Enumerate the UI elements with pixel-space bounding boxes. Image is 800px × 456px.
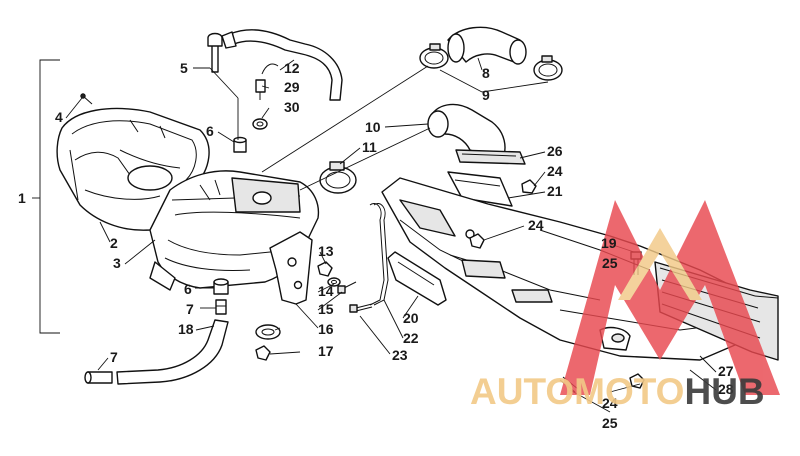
part-29-sensor: [255, 63, 279, 100]
callout-24c: 24: [602, 395, 618, 411]
callout-17: 17: [318, 343, 334, 359]
part-5-tube-fitting: [207, 32, 223, 73]
callout-7b: 7: [110, 349, 118, 365]
mounting-bracket: [269, 231, 313, 305]
callout-22: 22: [403, 330, 419, 346]
callout-20: 20: [403, 310, 419, 326]
part-24-nut-upper: [521, 179, 537, 194]
watermark-text-part1: AUTOMOTO: [470, 371, 684, 412]
callout-23: 23: [392, 347, 408, 363]
part-11-clamp: [319, 161, 357, 194]
part-6-grommet-upper: [233, 136, 247, 153]
part-4-screw: [80, 93, 93, 105]
callout-5: 5: [180, 60, 188, 76]
part-24-nut-lower: [629, 373, 645, 389]
callout-6a: 6: [206, 123, 214, 139]
callout-11: 11: [362, 139, 377, 155]
callout-12: 12: [284, 60, 300, 76]
watermark-text: AUTOMOTOHUB: [470, 371, 765, 412]
callout-2: 2: [110, 235, 118, 251]
callout-3: 3: [113, 255, 121, 271]
part-8-elbow-boot: [447, 26, 527, 65]
callout-7a: 7: [186, 301, 194, 317]
part-14-washer: [327, 277, 341, 287]
callout-9: 9: [482, 87, 490, 103]
callout-15: 15: [318, 301, 334, 317]
callout-6b: 6: [184, 281, 192, 297]
callout-25a: 25: [602, 255, 618, 271]
callout-21: 21: [547, 183, 563, 199]
callout-24a: 24: [547, 163, 563, 179]
part-23-bolt: [349, 303, 373, 313]
part-13-nut: [317, 261, 333, 277]
callout-10: 10: [365, 119, 381, 135]
callout-18: 18: [178, 321, 194, 337]
callout-4: 4: [55, 109, 63, 125]
callout-1: 1: [18, 190, 26, 206]
callout-16: 16: [318, 321, 334, 337]
part-22-rod: [369, 203, 389, 306]
callout-14: 14: [318, 283, 334, 299]
callout-13: 13: [318, 243, 334, 259]
callout-24b: 24: [528, 217, 544, 233]
part-9-clamp-left: [419, 43, 449, 69]
part-30-grommet: [252, 118, 268, 130]
part-12-breather-hose: [221, 29, 343, 101]
part-24-nut-middle: [469, 233, 485, 249]
part-15-screw: [337, 281, 357, 294]
callout-25b: 25: [602, 415, 618, 431]
part-7-fitting-upper: [215, 299, 227, 315]
leader-lines: [65, 57, 717, 413]
part-7-fitting-lower: [84, 371, 113, 384]
part-20-bracket: [387, 251, 447, 306]
callout-30: 30: [284, 99, 300, 115]
callout-28: 28: [718, 381, 734, 397]
callout-19: 19: [601, 235, 617, 251]
part-26-gasket: [455, 149, 526, 165]
part-16-washer: [255, 324, 281, 340]
watermark-text-part2: HUB: [684, 371, 764, 412]
watermark-logo-mark: [560, 200, 780, 395]
callout-27: 27: [718, 363, 734, 379]
callout-8: 8: [482, 65, 490, 81]
callout-29: 29: [284, 79, 300, 95]
assembly-bracket: [39, 59, 60, 334]
part-10-elbow-duct: [427, 103, 506, 161]
part-6-grommet-lower: [213, 278, 229, 295]
part-9-clamp-right: [533, 55, 563, 81]
part-17-bolt: [255, 345, 271, 361]
callout-26: 26: [547, 143, 563, 159]
part-18-drain-hose: [116, 319, 229, 385]
